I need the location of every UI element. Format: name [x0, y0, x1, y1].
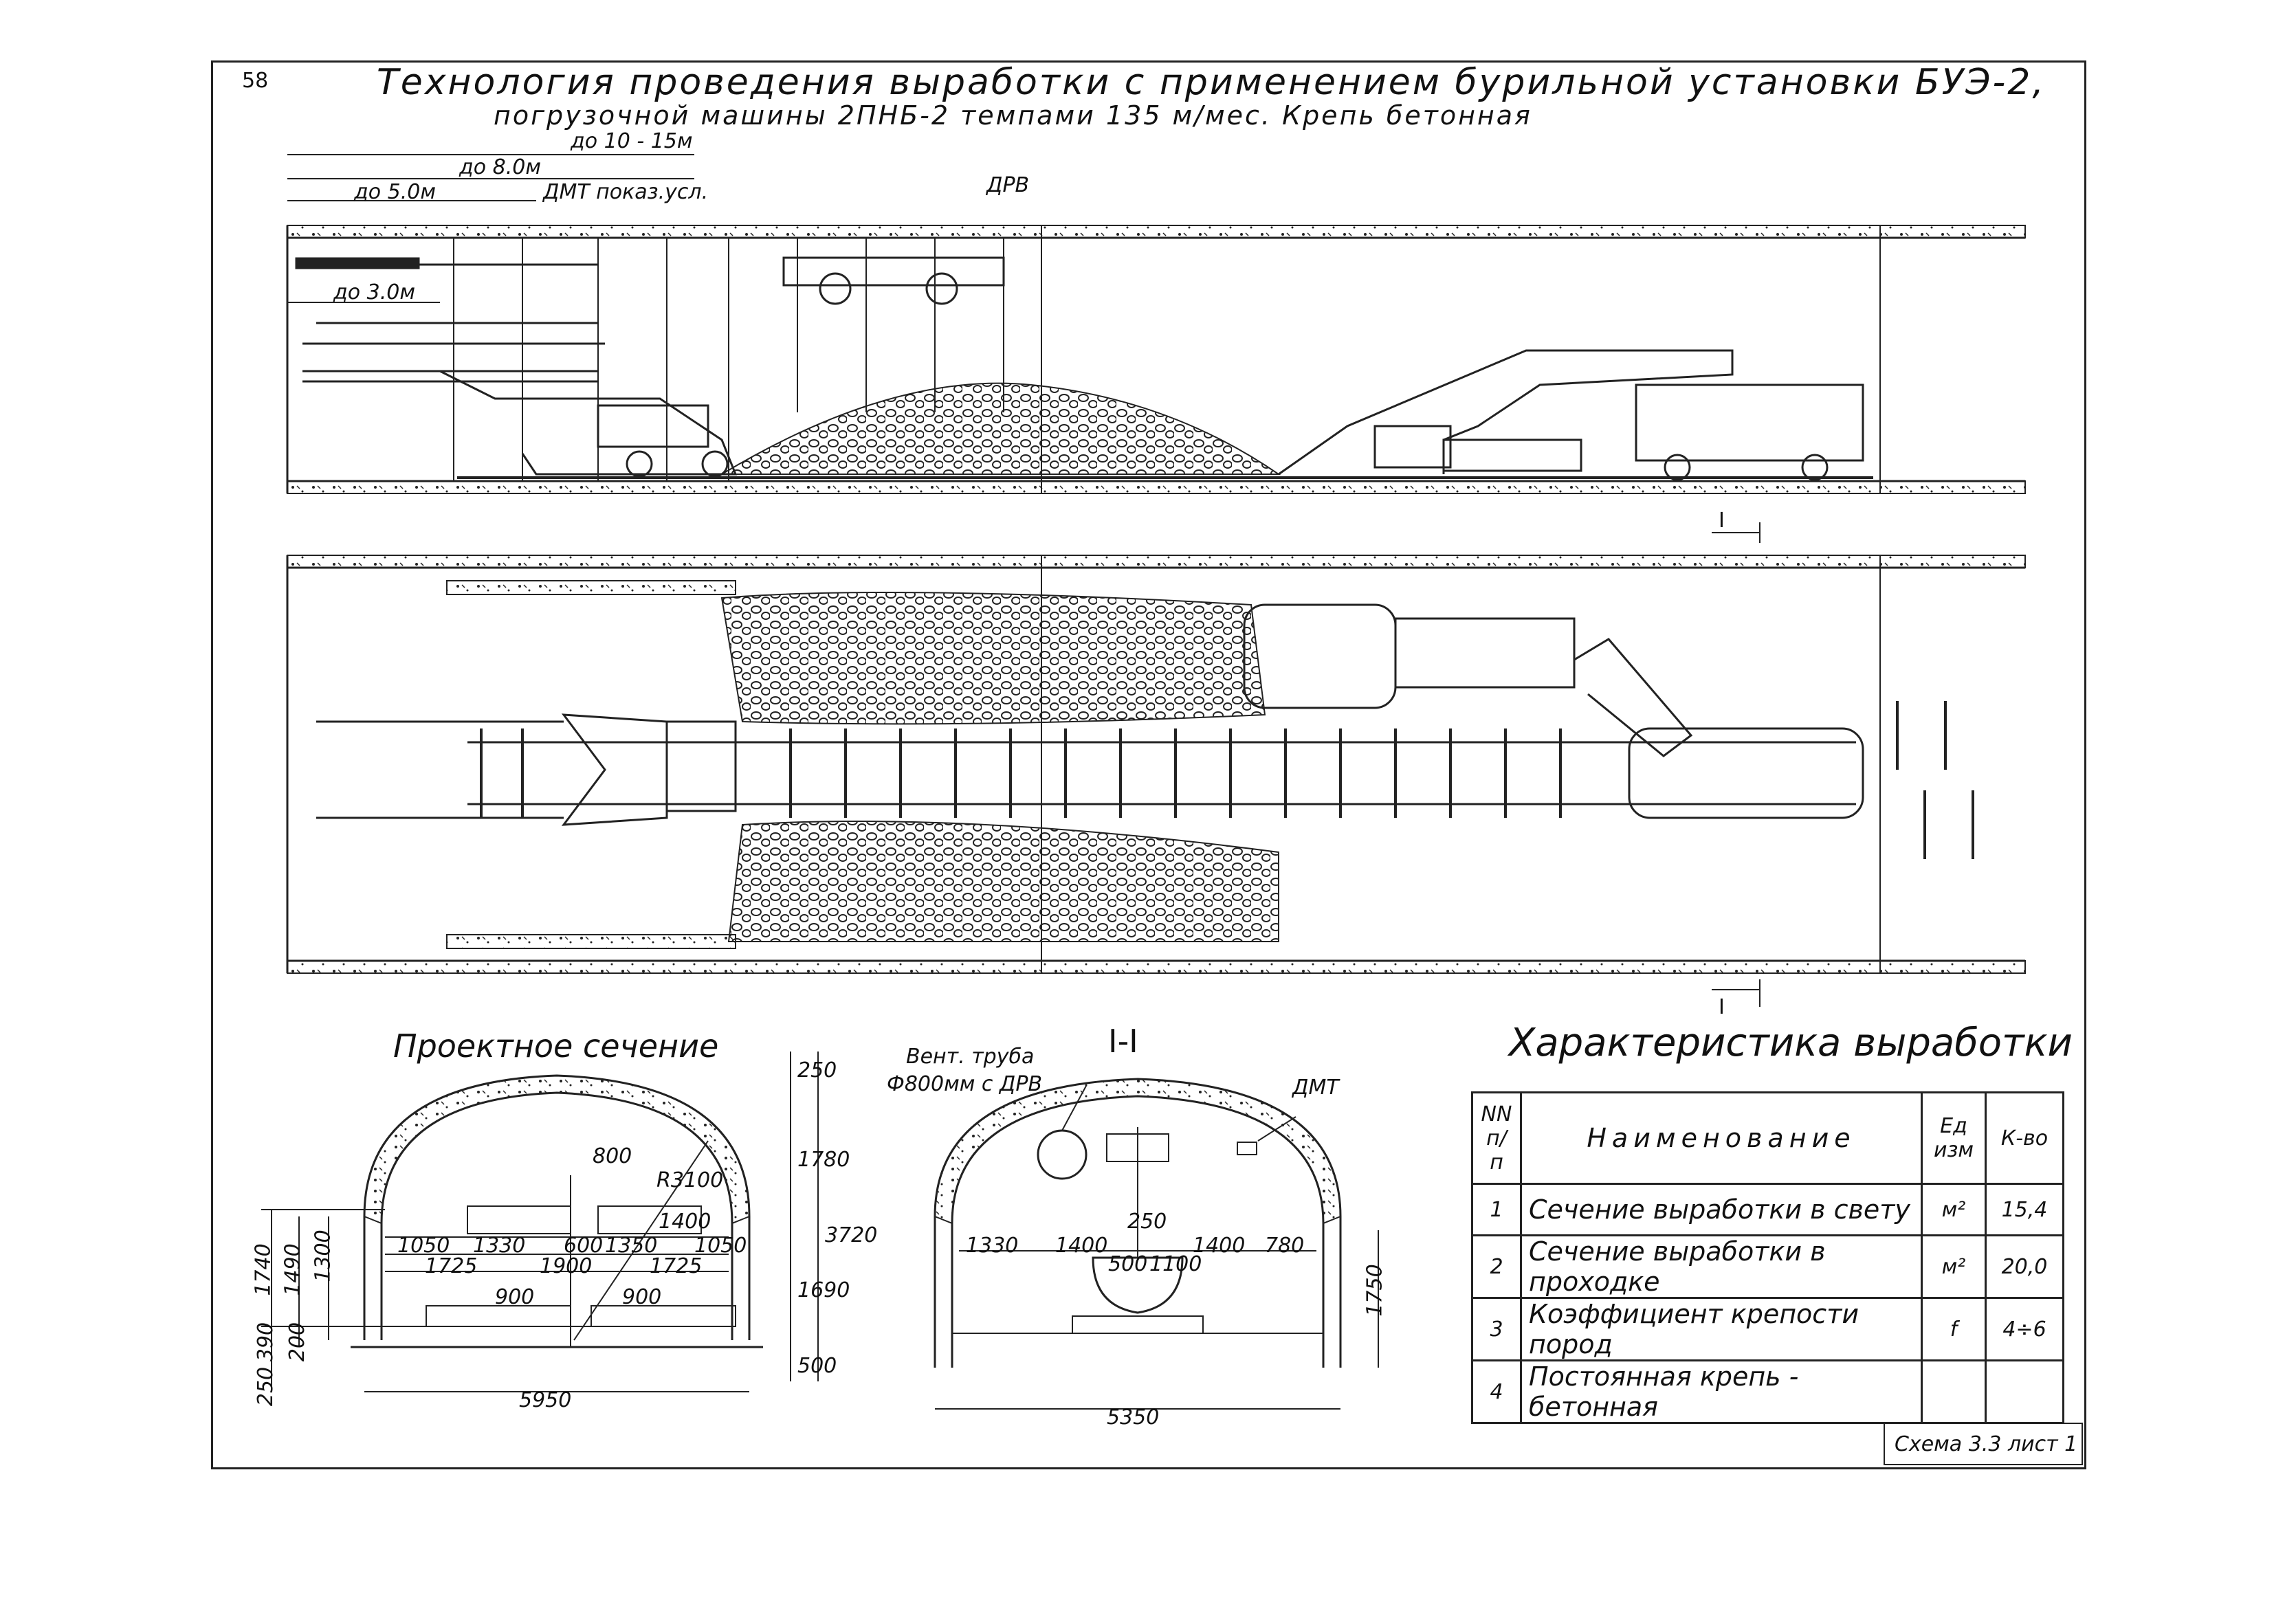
header-qty: К-во [1985, 1091, 2064, 1185]
table-row: 2 Сечение выработки в проходке м² 20,0 [1471, 1234, 2064, 1299]
title-line-1: Технология проведения выработки с примен… [377, 62, 2046, 103]
dim-500-mid: 500 [1108, 1252, 1148, 1276]
row-qty: 15,4 [1985, 1183, 2064, 1236]
row-unit [1921, 1359, 1987, 1424]
header-num: NN п/п [1471, 1091, 1522, 1185]
row-num: 1 [1471, 1183, 1522, 1236]
row-qty [1985, 1359, 2064, 1424]
sheet-stamp: Схема 3.3 лист 1 [1884, 1423, 2083, 1465]
section-mark-top: I [1719, 509, 1725, 533]
dim-250-mid: 250 [1127, 1210, 1167, 1234]
dim-1050-right: 1050 [694, 1234, 747, 1258]
dim-1725-right: 1725 [650, 1254, 703, 1278]
dim-250: 250 [797, 1058, 837, 1082]
dim-500: 500 [797, 1354, 837, 1378]
dim-1300: 1300 [311, 1230, 335, 1282]
label-dmt-top: ДМТ показ.усл. [543, 180, 709, 204]
dim-250-left: 250 [254, 1366, 278, 1407]
dim-r3100: R3100 [656, 1168, 724, 1192]
row-name: Постоянная крепь - бетонная [1520, 1359, 1923, 1424]
vent-pipe-diameter: Ф800мм с ДРВ [887, 1072, 1043, 1096]
dim-1900: 1900 [540, 1254, 593, 1278]
dim-10-15m: до 10 - 15м [571, 129, 693, 153]
table-row: 4 Постоянная крепь - бетонная [1471, 1359, 2064, 1424]
dim-8m: до 8.0м [459, 155, 541, 179]
dim-200: 200 [285, 1322, 310, 1362]
design-section-drawing [261, 1052, 819, 1392]
plan-view [286, 555, 2026, 1007]
row-qty: 20,0 [1985, 1234, 2064, 1299]
section-1-1-title: I-I [1108, 1023, 1138, 1060]
table-row: 1 Сечение выработки в свету м² 15,4 [1471, 1183, 2064, 1236]
row-num: 4 [1471, 1359, 1522, 1424]
dim-5m: до 5.0м [354, 180, 436, 204]
table-header-row: NN п/п Наименование Ед изм К-во [1471, 1091, 2064, 1185]
dim-1330: 1330 [473, 1234, 526, 1258]
dim-1050-left: 1050 [397, 1234, 450, 1258]
dim-1100: 1100 [1149, 1252, 1202, 1276]
header-unit: Ед изм [1921, 1091, 1987, 1185]
row-unit: м² [1921, 1183, 1987, 1236]
dim-1400: 1400 [659, 1210, 711, 1234]
drawing-frame [211, 60, 2086, 1469]
row-qty: 4÷6 [1985, 1297, 2064, 1361]
dim-900-left: 900 [495, 1285, 535, 1309]
dim-600: 600 [564, 1234, 604, 1258]
vent-pipe-label: Вент. труба [906, 1045, 1035, 1069]
dim-390: 390 [254, 1322, 278, 1362]
section-mark-bottom: I [1719, 995, 1725, 1019]
table-row: 3 Коэффициент крепости пород f 4÷6 [1471, 1297, 2064, 1361]
dim-1490: 1490 [280, 1243, 305, 1296]
design-section-title: Проектное сечение [393, 1027, 719, 1065]
dim-1725-left: 1725 [425, 1254, 478, 1278]
dim-900-right: 900 [622, 1285, 662, 1309]
label-drv: ДРВ [986, 173, 1030, 197]
longitudinal-view [286, 154, 2026, 543]
dmt-label: ДМТ [1292, 1076, 1339, 1100]
row-unit: f [1921, 1297, 1987, 1361]
dim-5350: 5350 [1107, 1405, 1160, 1430]
page-number: 58 [242, 69, 269, 93]
dim-3m: до 3.0м [333, 280, 415, 304]
section-1-1-drawing [934, 1078, 1379, 1410]
row-name: Коэффициент крепости пород [1520, 1297, 1923, 1361]
dim-1400-mid-left: 1400 [1055, 1234, 1108, 1258]
dim-5950: 5950 [519, 1388, 572, 1412]
dim-780: 780 [1265, 1234, 1305, 1258]
dim-1750: 1750 [1362, 1264, 1387, 1317]
row-num: 2 [1471, 1234, 1522, 1299]
row-num: 3 [1471, 1297, 1522, 1361]
dim-1740: 1740 [251, 1243, 276, 1296]
characteristics-title: Характеристика выработки [1509, 1021, 2073, 1065]
row-name: Сечение выработки в проходке [1520, 1234, 1923, 1299]
dim-1350: 1350 [605, 1234, 658, 1258]
dim-1690: 1690 [797, 1278, 850, 1302]
characteristics-table: NN п/п Наименование Ед изм К-во 1 Сечени… [1471, 1091, 2064, 1424]
row-name: Сечение выработки в свету [1520, 1183, 1923, 1236]
header-name: Наименование [1520, 1091, 1923, 1185]
dim-1330-mid: 1330 [966, 1234, 1019, 1258]
dim-3720: 3720 [825, 1223, 878, 1247]
title-line-2: погрузочной машины 2ПНБ-2 темпами 135 м/… [494, 100, 1532, 131]
row-unit: м² [1921, 1234, 1987, 1299]
dim-800: 800 [593, 1144, 632, 1168]
dim-1780: 1780 [797, 1148, 850, 1172]
dim-1400-mid-right: 1400 [1193, 1234, 1246, 1258]
